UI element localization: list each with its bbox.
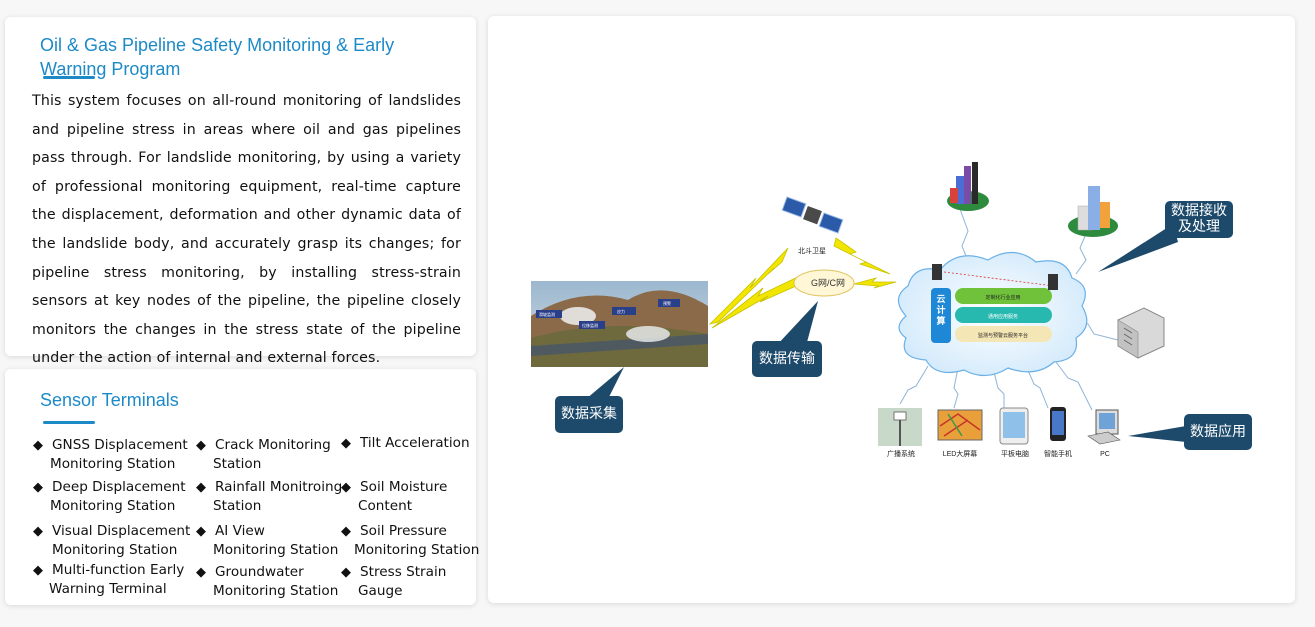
device-label-broadcast: 广播系统 [887, 449, 915, 458]
server-icon [932, 264, 942, 280]
sensor-title: Sensor Terminals [40, 390, 179, 410]
photo-sign [612, 307, 636, 315]
cloud-layer-1 [955, 288, 1052, 304]
diamond-bullet-icon: ◆ [196, 565, 206, 580]
photo-sign-text: 预警 [663, 300, 671, 306]
building-icon [1068, 186, 1118, 237]
apply-pointer [1128, 426, 1186, 442]
diagram-card: 滑坡监测 位移监测 应力 预警 北斗卫星 G网/C网 [488, 16, 1295, 603]
server-link [943, 271, 1055, 287]
server-rack-icon [1117, 307, 1165, 359]
intro-body: This system focuses on all-round monitor… [32, 93, 461, 367]
server-icon [1048, 274, 1058, 290]
device-label-pc: PC [1100, 451, 1110, 458]
building-icon [947, 162, 989, 211]
receive-pointer [1098, 224, 1178, 272]
diamond-bullet-icon: ◆ [196, 524, 206, 539]
tablet-icon [999, 407, 1029, 445]
cloud-layer-2-label: 通用应用服务 [988, 313, 1018, 320]
diamond-bullet-icon: ◆ [196, 480, 206, 495]
network-label: G网/C网 [811, 278, 845, 288]
diamond-bullet-icon: ◆ [341, 480, 351, 495]
diamond-bullet-icon: ◆ [33, 524, 43, 539]
cloud-platform: 云计算 定制化行业应用 通用应用服务 监测与预警云服务平台 [897, 251, 1088, 377]
network-cloud-icon: G网/C网 [793, 269, 855, 297]
compute-block [931, 288, 951, 343]
pc-icon [1087, 409, 1121, 445]
satellite-icon [781, 196, 844, 234]
transmit-label: 数据传输 [752, 341, 822, 377]
device-label-phone: 智能手机 [1044, 449, 1072, 458]
diamond-bullet-icon: ◆ [33, 563, 43, 578]
transmit-pointer [776, 301, 818, 346]
cloud-layer-3 [955, 326, 1052, 342]
compute-label: 云计算 [936, 294, 945, 326]
diamond-bullet-icon: ◆ [33, 480, 43, 495]
cloud-layer-3-label: 监测与预警云服务平台 [978, 332, 1028, 339]
broadcast-device-icon [878, 408, 922, 446]
photo-sign-text: 位移监测 [582, 322, 598, 328]
satellite-label: 北斗卫星 [798, 247, 826, 255]
device-label-tablet: 平板电脑 [1001, 449, 1029, 458]
field-photo: 滑坡监测 位移监测 应力 预警 [531, 281, 708, 367]
intro-title: Oil & Gas Pipeline Safety Monitoring & E… [40, 35, 395, 79]
apply-label: 数据应用 [1184, 414, 1252, 450]
photo-sign-text: 滑坡监测 [539, 311, 555, 317]
photo-sign [536, 310, 562, 318]
photo-sign [658, 299, 680, 307]
diamond-bullet-icon: ◆ [341, 436, 351, 451]
lightning-bolts [708, 237, 897, 329]
diamond-bullet-icon: ◆ [196, 438, 206, 453]
photo-sign-text: 应力 [617, 308, 625, 314]
cloud-layer-2 [955, 307, 1052, 323]
collect-label: 数据采集 [555, 396, 623, 433]
sensor-title-underline [43, 421, 95, 424]
smartphone-icon [1050, 407, 1066, 441]
diamond-bullet-icon: ◆ [341, 565, 351, 580]
intro-card: Oil & Gas Pipeline Safety Monitoring & E… [5, 17, 476, 366]
diamond-bullet-icon: ◆ [341, 524, 351, 539]
led-screen-icon [937, 409, 983, 441]
collect-pointer [586, 367, 624, 399]
photo-sign [579, 321, 605, 329]
intro-title-underline [43, 76, 95, 79]
diamond-bullet-icon: ◆ [33, 438, 43, 453]
cloud-layer-1-label: 定制化行业应用 [985, 294, 1020, 301]
receive-label: 数据接收 及处理 [1165, 201, 1233, 238]
architecture-diagram: 滑坡监测 位移监测 应力 预警 北斗卫星 G网/C网 [531, 162, 1186, 458]
device-label-led: LED大屏幕 [943, 449, 978, 458]
